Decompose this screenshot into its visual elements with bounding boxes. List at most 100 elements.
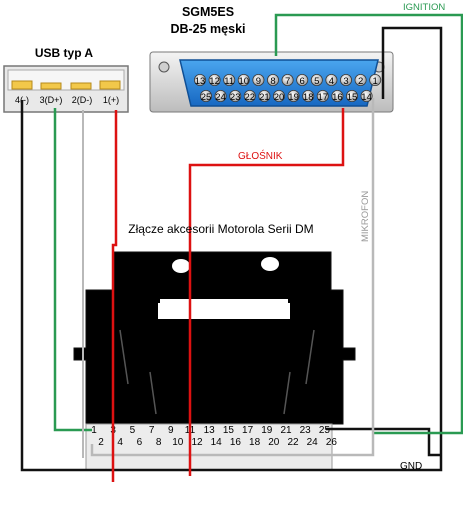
db25-bottom-pin-label: 24 (215, 92, 226, 103)
db25-bottom-pin-label: 20 (274, 92, 285, 103)
db25-bottom-pin (331, 90, 344, 103)
db25-subtitle: DB-25 męski (170, 22, 245, 36)
motorola-even-pin-label: 4 (117, 437, 123, 448)
db25-bottom-pin-label: 19 (288, 92, 299, 103)
motorola-odd-pin-label: 25 (319, 425, 331, 436)
motorola-odd-pin-label: 21 (280, 425, 292, 436)
db25-title: SGM5ES (182, 5, 234, 19)
motorola-even-pin-label: 6 (137, 437, 143, 448)
db25-top-pin-label: 5 (314, 76, 319, 87)
db25-top-pin (281, 74, 294, 87)
db25-top-pin-label: 12 (209, 76, 220, 87)
motorola-odd-pin-label: 1 (91, 425, 97, 436)
db25-bottom-pin-label: 25 (201, 92, 212, 103)
db25-top-pin (339, 74, 352, 87)
usb-pin-label: 3(D+) (40, 95, 63, 105)
gnd-label: GND (400, 461, 422, 472)
db25-bottom-pin (272, 90, 285, 103)
db25-bottom-pin-label: 14 (361, 92, 372, 103)
db25-bottom-pin (287, 90, 300, 103)
db25-top-pin (310, 74, 323, 87)
motorola-even-pin-label: 20 (268, 437, 280, 448)
db25-bottom-pin (199, 90, 212, 103)
motorola-even-pin-label: 24 (307, 437, 319, 448)
wire-ignition (274, 13, 463, 435)
db25-top-pin-label: 1 (373, 76, 378, 87)
db25-bottom-pin (360, 90, 373, 103)
motorola-even-pin-label: 16 (230, 437, 242, 448)
usb-pin-label: 1(+) (103, 95, 119, 105)
db25-bottom-pin (214, 90, 227, 103)
usb-pin-label: 2(D-) (72, 95, 93, 105)
db25-top-pin (237, 74, 250, 87)
db25-top-pin (369, 74, 382, 87)
db25-top-pin-label: 8 (270, 76, 275, 87)
db25-top-pin-label: 7 (285, 76, 290, 87)
db25-top-pin-label: 3 (343, 76, 348, 87)
motorola-odd-pin-label: 9 (168, 425, 174, 436)
db25-bottom-pin-label: 22 (245, 92, 256, 103)
motorola-even-pin-label: 26 (326, 437, 338, 448)
db25-bottom-pin-label: 17 (318, 92, 329, 103)
db25-bottom-pin-label: 18 (303, 92, 314, 103)
motorola-even-pin-label: 18 (249, 437, 261, 448)
db25-top-pin (252, 74, 265, 87)
wire-speaker (188, 108, 345, 476)
wire-usb-power (111, 110, 118, 482)
motorola-odd-pin-label: 7 (149, 425, 155, 436)
db25-top-pin (266, 74, 279, 87)
usb-contact-1 (99, 80, 121, 90)
motorola-odd-pin-label: 17 (242, 425, 254, 436)
usb-tongue (7, 69, 125, 91)
motorola-even-pin-label: 14 (211, 437, 223, 448)
motorola-slot-lip (160, 299, 288, 304)
wires (20, 13, 463, 482)
wire-gnd (20, 26, 443, 472)
db25-bottom-pin (345, 90, 358, 103)
db25-bottom-pin-label: 16 (332, 92, 343, 103)
usb-contact-2 (70, 82, 92, 90)
motorola-odd-pin-label: 5 (130, 425, 136, 436)
db25-screw-left (158, 61, 170, 73)
motorola-even-pin-label: 22 (287, 437, 299, 448)
db25-bottom-pin-label: 15 (347, 92, 358, 103)
microphone-label: MIKROFON (360, 191, 371, 242)
db25-top-pin (193, 74, 206, 87)
speaker-label: GŁOŚNIK (238, 149, 283, 162)
motorola-odd-pin-label: 15 (223, 425, 235, 436)
motorola-even-pin-label: 2 (98, 437, 104, 448)
usb-contact-3 (40, 82, 62, 90)
wire-gnd-motorola (326, 427, 441, 457)
db25-top-pin-label: 13 (195, 76, 206, 87)
motorola-even-pin-label: 12 (191, 437, 203, 448)
db25-top-pin (208, 74, 221, 87)
db25-bottom-pin-label: 21 (259, 92, 270, 103)
db25-top-pin-label: 2 (358, 76, 363, 87)
db25-bottom-pin (243, 90, 256, 103)
motorola-odd-pin-label: 23 (300, 425, 312, 436)
motorola-even-pin-label: 10 (172, 437, 184, 448)
db25-top-pin-label: 9 (256, 76, 261, 87)
mount-hole-left (172, 259, 190, 273)
db25-top-pin (223, 74, 236, 87)
db25-bottom-pin-label: 23 (230, 92, 241, 103)
db25-top-pin (296, 74, 309, 87)
motorola-even-pin-label: 8 (156, 437, 162, 448)
db25-top-pin-label: 4 (329, 76, 334, 87)
motorola-slot (158, 303, 290, 319)
wire-ignition-usb (53, 108, 92, 432)
db25-top-pin-label: 11 (224, 76, 234, 87)
motorola-odd-pin-label: 19 (261, 425, 273, 436)
db25-top-pin (354, 74, 367, 87)
motorola-odd-pin-label: 13 (204, 425, 216, 436)
db25-bottom-pin (229, 90, 242, 103)
db25-bottom-pin (258, 90, 271, 103)
mount-hole-right (261, 257, 279, 271)
motorola-pin-block (85, 423, 333, 471)
db25-bottom-pin (302, 90, 315, 103)
